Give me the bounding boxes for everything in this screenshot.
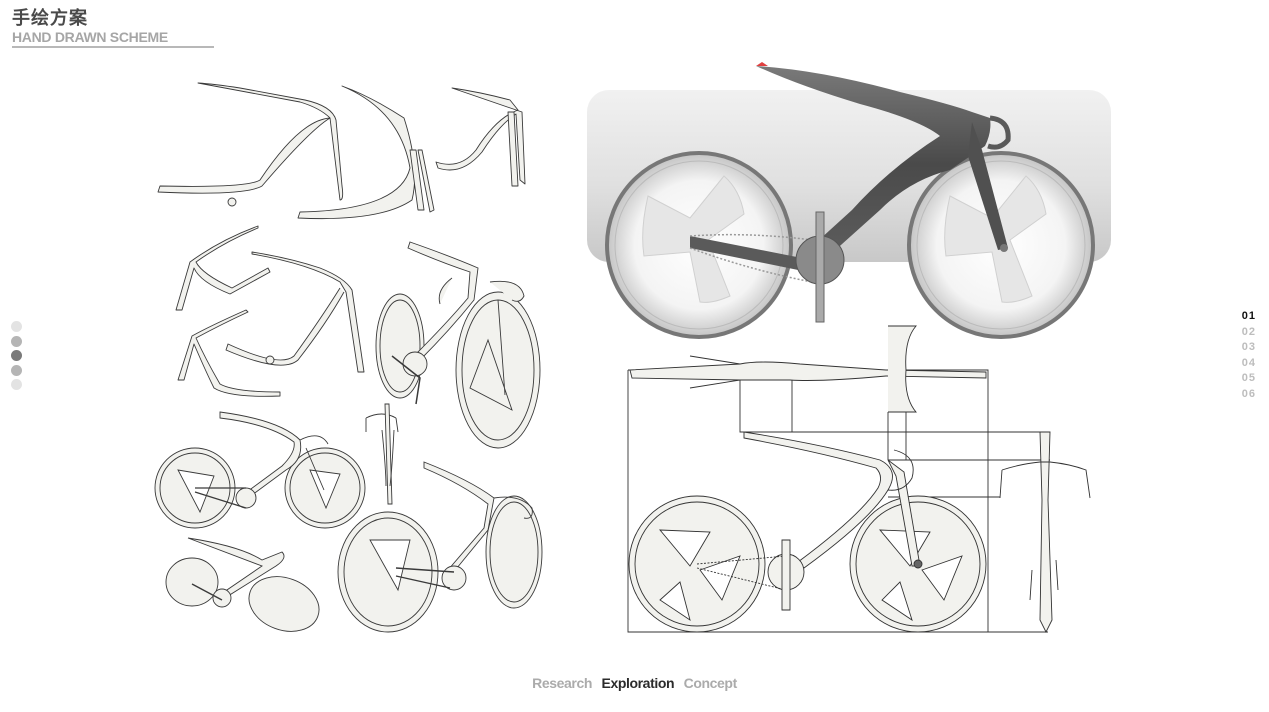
bottom-section-nav: Research Exploration Concept bbox=[0, 675, 1269, 691]
side-dot-1[interactable] bbox=[11, 321, 22, 332]
sketch-frame-6 bbox=[177, 309, 281, 397]
sketch-frame-1 bbox=[157, 82, 344, 201]
page-title-en: HAND DRAWN SCHEME bbox=[12, 29, 168, 45]
render-frame bbox=[756, 66, 991, 262]
sketch-bike-perspective-1 bbox=[375, 241, 541, 449]
render-bike bbox=[605, 62, 1095, 339]
sketch-frame-4 bbox=[175, 225, 271, 311]
ortho-construction-lines bbox=[627, 369, 1050, 633]
side-dot-nav bbox=[11, 321, 23, 394]
sketch-frames-group bbox=[157, 82, 526, 397]
page-link-03[interactable]: 03 bbox=[1241, 341, 1256, 353]
sketch-bike-side-1 bbox=[154, 411, 366, 529]
page-link-01[interactable]: 01 bbox=[1241, 310, 1256, 322]
sketch-frame-2 bbox=[297, 85, 416, 220]
sketch-bike-front bbox=[365, 403, 399, 505]
ortho-drawing bbox=[627, 325, 1091, 634]
page-link-04[interactable]: 04 bbox=[1241, 356, 1256, 369]
side-dot-4[interactable] bbox=[11, 364, 22, 376]
sketch-bike-side-2 bbox=[165, 537, 320, 632]
page-title-cn: 手绘方案 bbox=[12, 8, 88, 29]
ortho-top-view bbox=[629, 361, 987, 381]
side-dot-2[interactable] bbox=[11, 335, 22, 347]
nav-research[interactable]: Research bbox=[532, 675, 593, 691]
page-index: 01 02 03 04 05 06 bbox=[1242, 309, 1256, 402]
header-underline bbox=[12, 46, 214, 48]
side-dot-5[interactable] bbox=[11, 379, 22, 390]
page-link-05[interactable]: 05 bbox=[1241, 372, 1256, 384]
ortho-front-view bbox=[1039, 431, 1053, 634]
sketch-frame-5 bbox=[225, 251, 365, 373]
nav-concept[interactable]: Concept bbox=[683, 675, 738, 691]
side-dot-3-active[interactable] bbox=[11, 350, 22, 361]
page-link-02[interactable]: 02 bbox=[1241, 325, 1256, 338]
sketch-frame-3 bbox=[435, 87, 526, 185]
page-header: 手绘方案 HAND DRAWN SCHEME bbox=[12, 8, 214, 48]
page-link-06[interactable]: 06 bbox=[1241, 387, 1256, 400]
nav-exploration[interactable]: Exploration bbox=[601, 675, 675, 691]
sketch-bike-perspective-2 bbox=[337, 461, 543, 633]
